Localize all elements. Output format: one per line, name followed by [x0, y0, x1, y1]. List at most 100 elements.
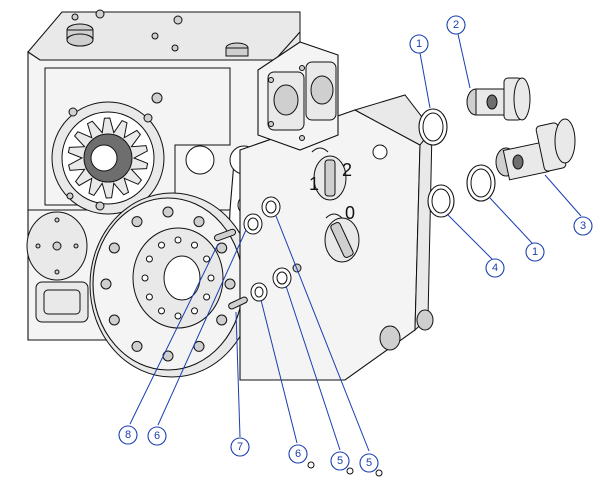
- hub-hole: [203, 293, 211, 301]
- plug-screw-2: [268, 121, 274, 127]
- hub-hole: [141, 274, 149, 282]
- front-recess-outline: [44, 67, 231, 206]
- flange-bolt: [216, 242, 228, 254]
- rotate-arrow-lower: [325, 213, 343, 219]
- ring-4-inner: [431, 188, 451, 214]
- plug-left: [273, 84, 299, 116]
- leader-8: [129, 243, 219, 425]
- gear-bolt-1: [68, 107, 78, 117]
- leader-2: [457, 33, 471, 89]
- flange-bolts: [100, 206, 236, 362]
- flange-bolt: [131, 216, 143, 228]
- leader-3: [544, 174, 582, 217]
- callout-7-label: 7: [237, 441, 243, 453]
- callout-6a-label: 6: [154, 430, 160, 442]
- dial-label-0: 0: [345, 203, 355, 223]
- cover-disc-center: [52, 241, 62, 251]
- flange-bolt: [216, 314, 228, 326]
- flange-bolt: [193, 216, 205, 228]
- hub-hole: [158, 241, 165, 249]
- detail-dot-5a: [346, 467, 354, 475]
- top-screw-3: [151, 32, 159, 40]
- plug-screw-4: [299, 135, 305, 141]
- plug-right: [310, 75, 334, 105]
- leader-5b: [275, 215, 370, 452]
- side-screw: [416, 309, 434, 331]
- gear-bolt-2: [143, 113, 153, 123]
- callout-1a-label: 1: [416, 38, 422, 50]
- leader-1b: [489, 197, 533, 244]
- seal-ring-5a-inner: [265, 200, 277, 214]
- gear-bolt-3: [95, 201, 105, 211]
- callout-8: 8: [118, 425, 138, 445]
- leader-7: [235, 311, 241, 438]
- callout-5a: 5: [330, 451, 350, 471]
- control-block-hole: [372, 144, 388, 160]
- flange-bolt: [100, 278, 112, 290]
- flange-bore: [163, 255, 201, 301]
- detail-dot-5b: [375, 469, 383, 477]
- callout-4-label: 4: [492, 262, 498, 274]
- seal-ring-6a-inner: [247, 217, 259, 231]
- selector-dial-upper-knob: [324, 159, 336, 197]
- control-block: 1 2 0: [239, 94, 434, 381]
- flange-plate: [89, 192, 255, 378]
- pin-8: [213, 228, 237, 242]
- leader-5a: [285, 285, 341, 451]
- hub-hole: [158, 307, 165, 315]
- mid-hole-1: [185, 145, 215, 175]
- gear-bolt-5: [66, 192, 74, 200]
- flange-bolt: [131, 340, 143, 352]
- cover-disc-hole-3: [73, 243, 79, 249]
- callout-6a: 6: [147, 426, 167, 446]
- callout-2-label: 2: [453, 19, 459, 31]
- callout-8-label: 8: [125, 429, 131, 441]
- leader-lines: [129, 33, 582, 452]
- cartridge-3-cap: [554, 118, 576, 164]
- leader-4: [446, 213, 493, 260]
- leader-6b: [260, 299, 298, 444]
- seal-ring-6b-inner: [254, 286, 264, 298]
- gear-bolt-4: [151, 92, 163, 104]
- callout-1a: 1: [409, 34, 429, 54]
- rotate-arrow-upper: [311, 147, 329, 153]
- hub-hole: [203, 255, 211, 263]
- hub-hole: [207, 274, 215, 282]
- cover-disc-hole-1: [54, 217, 60, 223]
- cartridge-2-port: [486, 94, 498, 110]
- flange-bolt: [224, 278, 236, 290]
- hub-hole: [174, 312, 182, 320]
- callout-1b: 1: [525, 242, 545, 262]
- callout-3: 3: [573, 216, 593, 236]
- gear-assembly: [51, 92, 165, 215]
- cover-disc: [26, 211, 88, 281]
- callout-bubbles: 1 2 1 3 4 8 6 7: [118, 15, 593, 473]
- top-screw-1: [95, 9, 105, 19]
- leader-1a: [419, 52, 431, 109]
- side-plug: [379, 325, 401, 351]
- o-ring-1b-inner: [470, 168, 492, 198]
- lower-slot: [35, 281, 89, 323]
- flange-bolt: [162, 206, 174, 218]
- gear-hub-hole: [90, 144, 118, 172]
- valve-cartridge-2: [466, 77, 531, 121]
- o-ring-1a-inner: [422, 112, 444, 142]
- callout-6b-label: 6: [295, 448, 301, 460]
- plug-screw-1: [268, 77, 274, 83]
- top-screw-2: [173, 15, 183, 25]
- leader-6a: [157, 229, 247, 426]
- hub-holes: [141, 236, 215, 320]
- hub-hole: [174, 236, 182, 244]
- cartridge-2-cap: [513, 77, 531, 121]
- callout-5a-label: 5: [337, 455, 343, 467]
- top-boss-left-base: [66, 33, 94, 47]
- flange-bolt: [108, 314, 120, 326]
- top-boss-right-body: [225, 47, 249, 57]
- hub-hole: [145, 255, 153, 263]
- callout-3-label: 3: [580, 220, 586, 232]
- pin-7: [228, 296, 248, 310]
- seal-ring-5b-inner: [276, 271, 288, 285]
- detail-dot-6: [307, 461, 315, 469]
